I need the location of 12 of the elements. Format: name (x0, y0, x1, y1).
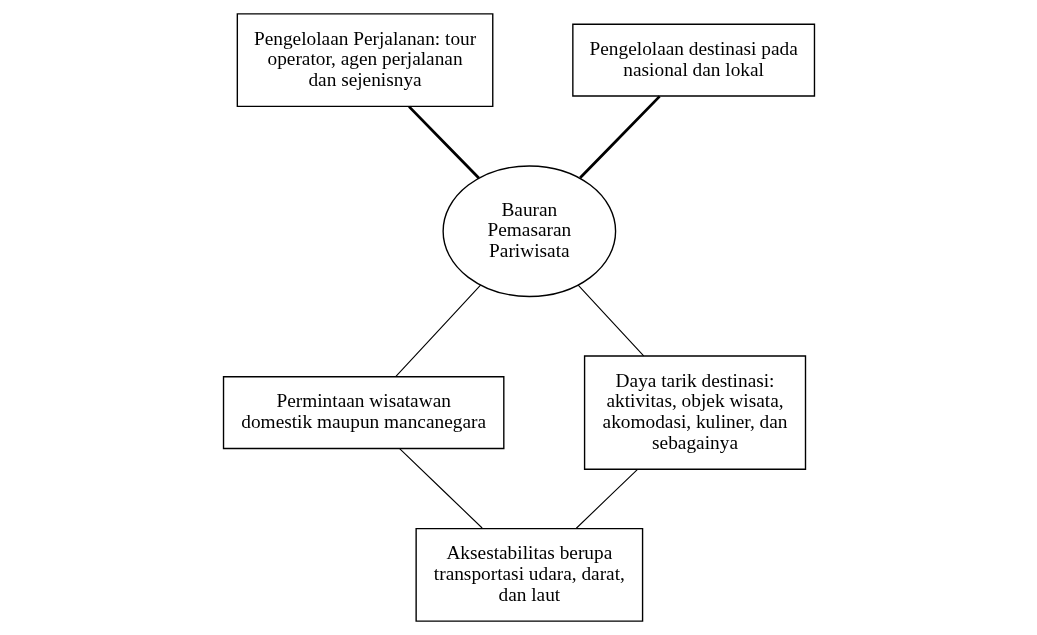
connector (575, 468, 638, 529)
node-box: Daya tarik destinasi: aktivitas, objek wisata, akomodasi, kuliner, dan sebagainya (583, 355, 806, 470)
node-box: Aksestabilitas berupa transportasi udara, darat, dan laut (414, 527, 643, 622)
node-ellipse: Bauran Pemasaran Pariwisata (441, 165, 616, 298)
node-box: Pengelolaan Perjalanan: tour operator, agen perjalanan dan sejenisnya (236, 13, 493, 108)
connector (578, 95, 661, 179)
connector (394, 284, 481, 377)
connector (407, 105, 480, 179)
connector (577, 284, 644, 357)
node-box: Permintaan wisatawan domestik maupun mancanegara (222, 376, 504, 450)
connector (398, 448, 483, 529)
node-box: Pengelolaan destinasi pada nasional dan lokal (571, 23, 815, 97)
